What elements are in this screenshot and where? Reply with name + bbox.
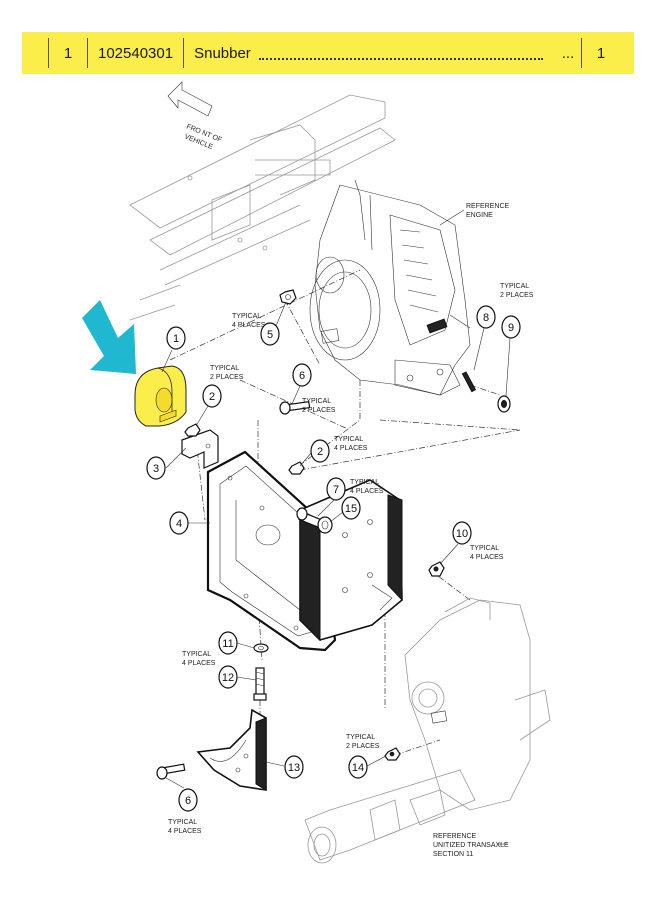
part-11-washer xyxy=(253,643,269,653)
part-12-bolt xyxy=(253,667,267,701)
column-divider xyxy=(87,38,88,68)
callout-2-lower[interactable]: 2 xyxy=(299,439,330,467)
note-typical-2-places-8: TYPICAL xyxy=(500,283,529,290)
note-typical-2-places-6: TYPICAL xyxy=(302,398,331,405)
note-typical-4-places-5: TYPICAL xyxy=(232,313,261,320)
callout-7[interactable]: 7 xyxy=(317,477,346,517)
svg-text:5: 5 xyxy=(267,329,273,341)
callout-10[interactable]: 10 xyxy=(439,521,472,565)
vehicle-frame-reference xyxy=(129,94,396,321)
ref-number: 1 xyxy=(63,44,73,62)
callout-4[interactable]: 4 xyxy=(169,511,210,535)
svg-text:9: 9 xyxy=(508,322,514,334)
note-typical-2-places-6-b: 2 PLACES xyxy=(302,407,336,414)
part-description: Snubber xyxy=(194,44,251,62)
callout-14[interactable]: 14 xyxy=(348,755,387,779)
reference-transaxle-label-2: UNITIZED TRANSAXLE xyxy=(433,842,509,849)
svg-text:7: 7 xyxy=(333,484,339,496)
callout-6-upper[interactable]: 6 xyxy=(291,363,312,405)
typical-notes: TYPICAL 2 PLACES TYPICAL 4 PLACES TYPICA… xyxy=(168,283,534,835)
callout-5[interactable]: 5 xyxy=(260,301,287,346)
column-divider xyxy=(581,38,582,68)
svg-text:14: 14 xyxy=(352,762,364,774)
reference-transaxle-label-3: SECTION 11 xyxy=(433,851,473,858)
note-typical-4-places-11: TYPICAL xyxy=(182,651,211,658)
part-5-nut xyxy=(279,289,297,305)
part-description-cell: Snubber xyxy=(184,45,555,62)
part-10-nut xyxy=(428,561,445,577)
svg-text:3: 3 xyxy=(153,463,159,475)
callout-9[interactable]: 9 xyxy=(501,315,521,397)
note-typical-4-places-2: TYPICAL xyxy=(334,436,363,443)
callout-6-lower[interactable]: 6 xyxy=(165,777,198,812)
part-9-washer xyxy=(497,395,511,413)
callout-8[interactable]: 8 xyxy=(473,305,496,371)
svg-text:10: 10 xyxy=(456,528,468,540)
note-typical-4-places-5-b: 4 PLACES xyxy=(232,322,266,329)
part-13-lower-bracket xyxy=(196,708,267,791)
part-14-nut xyxy=(384,747,401,761)
svg-text:2: 2 xyxy=(317,446,323,458)
note-typical-4-places-7-b: 4 PLACES xyxy=(350,488,384,495)
callout-15[interactable]: 15 xyxy=(329,496,361,523)
reference-engine: REFERENCE ENGINE xyxy=(309,179,510,396)
callout-1[interactable]: 1 xyxy=(161,326,186,373)
svg-text:1: 1 xyxy=(173,333,179,345)
svg-text:8: 8 xyxy=(483,312,489,324)
part-6-bolt-lower xyxy=(156,763,186,780)
column-divider xyxy=(48,38,49,68)
note-typical-2-places-2-b: 2 PLACES xyxy=(210,374,244,381)
highlight-pointer-arrow xyxy=(82,300,136,374)
note-typical-4-places-7: TYPICAL xyxy=(350,479,379,486)
front-of-vehicle-arrow: FRO NT OF VEHICLE xyxy=(167,81,223,151)
part-8-stud xyxy=(461,371,477,393)
callout-3[interactable]: 3 xyxy=(146,447,187,480)
column-divider xyxy=(183,38,185,68)
svg-text:6: 6 xyxy=(299,370,305,382)
note-typical-2-places-14: TYPICAL xyxy=(346,734,375,741)
svg-text:12: 12 xyxy=(222,672,234,684)
part-6-bolt-upper xyxy=(279,400,311,415)
note-typical-2-places-8-b: 2 PLACES xyxy=(500,292,534,299)
svg-text:2: 2 xyxy=(209,391,215,403)
part-15-washer xyxy=(317,516,333,534)
dot-leader xyxy=(258,46,543,60)
reference-engine-label-1: REFERENCE xyxy=(466,203,510,210)
part-3-bracket xyxy=(181,429,219,469)
part-2-nut-lower xyxy=(288,461,305,475)
svg-text:11: 11 xyxy=(222,638,233,650)
note-typical-4-places-6-b: 4 PLACES xyxy=(168,828,202,835)
note-typical-4-places-10: TYPICAL xyxy=(470,545,499,552)
callout-11[interactable]: 11 xyxy=(218,631,255,655)
reference-engine-label-2: ENGINE xyxy=(466,212,493,219)
part-list-row[interactable]: 1 102540301 Snubber ... 1 xyxy=(22,32,634,74)
note-typical-2-places-14-b: 2 PLACES xyxy=(346,743,380,750)
callout-13[interactable]: 13 xyxy=(265,755,304,779)
note-typical-4-places-2-b: 4 PLACES xyxy=(334,445,368,452)
callout-12[interactable]: 12 xyxy=(218,665,257,689)
part-2-nut-upper xyxy=(184,423,201,437)
part-number: 102540301 xyxy=(98,44,174,62)
svg-text:15: 15 xyxy=(345,503,357,515)
note-typical-2-places-2: TYPICAL xyxy=(210,365,239,372)
note-typical-4-places-10-b: 4 PLACES xyxy=(470,554,504,561)
ellipsis: ... xyxy=(561,44,575,62)
svg-text:4: 4 xyxy=(176,518,182,530)
reference-transaxle-label-1: REFERENCE xyxy=(433,833,477,840)
note-typical-4-places-6: TYPICAL xyxy=(168,819,197,826)
part-quantity: 1 xyxy=(596,44,606,62)
callout-2-upper[interactable]: 2 xyxy=(195,384,222,427)
svg-text:13: 13 xyxy=(288,762,300,774)
note-typical-4-places-11-b: 4 PLACES xyxy=(182,660,216,667)
snubber-part-highlighted xyxy=(134,365,187,427)
reference-unitized-transaxle: REFERENCE UNITIZED TRANSAXLE SECTION 11 xyxy=(304,597,551,864)
svg-text:6: 6 xyxy=(185,795,191,807)
